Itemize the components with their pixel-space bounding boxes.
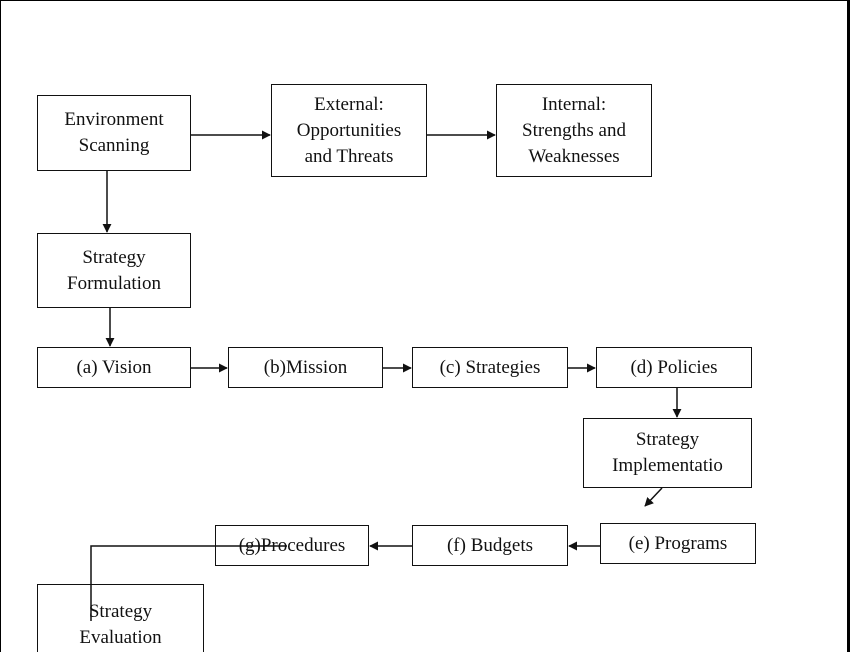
node-strategy-implementation-label: Strategy Implementatio	[612, 429, 723, 476]
node-procedures: (g)Procedures	[215, 525, 369, 566]
node-strategy-implementation: Strategy Implementatio	[583, 418, 752, 488]
node-environment-scanning-label: Environment Scanning	[64, 109, 164, 156]
node-external: External: Opportunities and Threats	[271, 84, 427, 177]
node-strategy-evaluation: Strategy Evaluation	[37, 584, 204, 652]
node-strategy-formulation-label: Strategy Formulation	[67, 246, 161, 294]
node-policies-label: (d) Policies	[630, 356, 718, 378]
node-programs: (e) Programs	[600, 523, 756, 564]
node-programs-label: (e) Programs	[628, 532, 728, 554]
node-internal-label: Internal: Strengths and Weaknesses	[522, 93, 626, 167]
node-budgets: (f) Budgets	[412, 525, 568, 566]
node-strategies-label: (c) Strategies	[439, 356, 541, 378]
node-vision: (a) Vision	[37, 347, 191, 388]
node-mission: (b)Mission	[228, 347, 383, 388]
node-strategies: (c) Strategies	[412, 347, 568, 388]
node-budgets-label: (f) Budgets	[446, 534, 533, 556]
node-internal: Internal: Strengths and Weaknesses	[496, 84, 652, 177]
node-strategy-formulation: Strategy Formulation	[37, 233, 191, 308]
node-mission-label: (b)Mission	[263, 356, 348, 378]
node-policies: (d) Policies	[596, 347, 752, 388]
node-strategy-evaluation-label: Strategy Evaluation	[79, 600, 162, 648]
node-vision-label: (a) Vision	[76, 356, 152, 378]
node-external-label: External: Opportunities and Threats	[296, 93, 402, 167]
node-procedures-label: (g)Procedures	[238, 534, 346, 556]
node-environment-scanning: Environment Scanning	[37, 95, 191, 171]
arrow-implementation-to-programs	[644, 487, 663, 507]
